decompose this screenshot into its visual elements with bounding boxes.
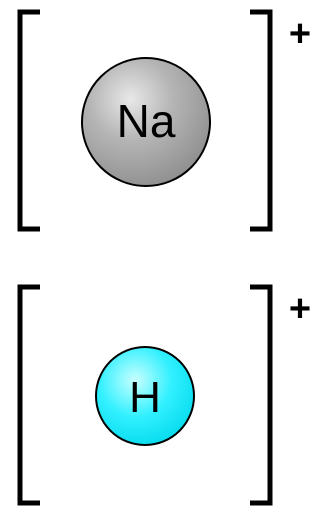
sodium-sphere (81, 57, 211, 187)
right-bracket-sodium (250, 9, 273, 232)
hydrogen-sphere (95, 346, 195, 446)
left-bracket-hydrogen (17, 284, 40, 506)
right-bracket-hydrogen (250, 284, 273, 506)
hydrogen-charge: + (289, 288, 311, 330)
sodium-symbol: Na (117, 95, 176, 147)
left-bracket-sodium (17, 9, 40, 232)
hydrogen-ion: H + (17, 284, 311, 506)
sodium-ion: Na + (17, 9, 311, 232)
sodium-charge: + (289, 13, 311, 55)
hydrogen-symbol: H (129, 373, 161, 422)
